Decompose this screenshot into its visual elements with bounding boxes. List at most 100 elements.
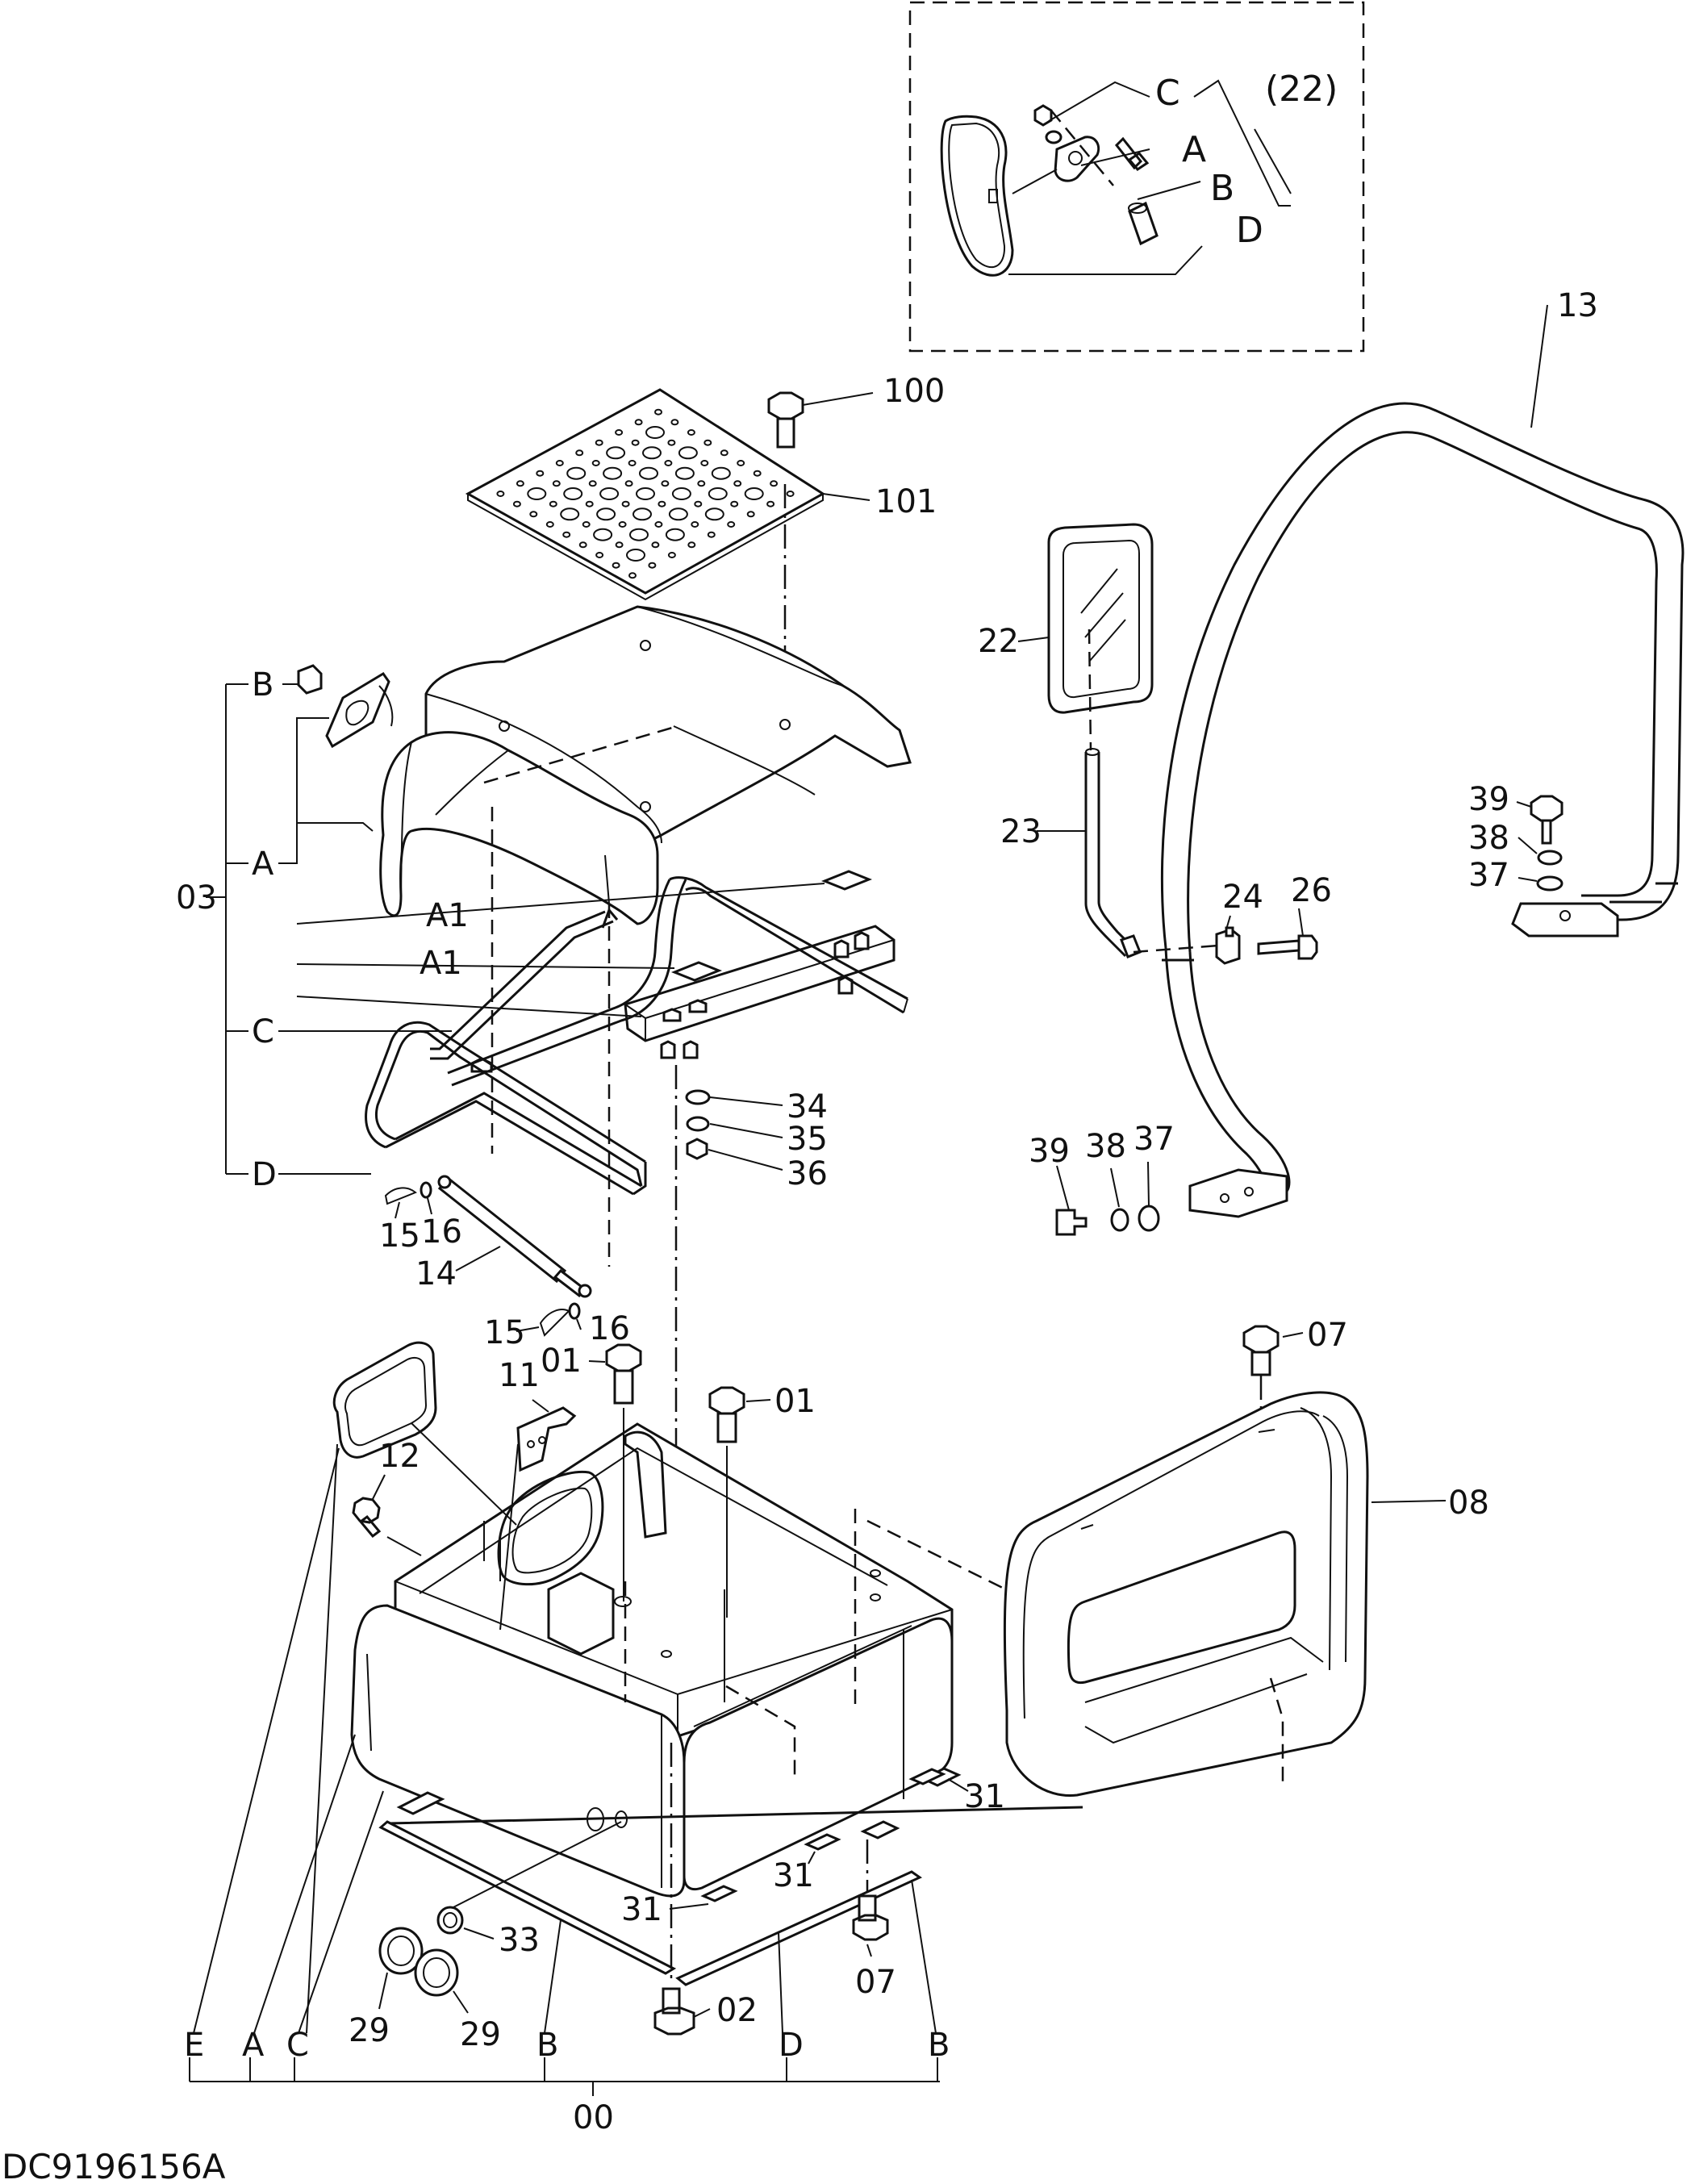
label-08: 08 xyxy=(1448,1485,1489,1522)
plate-small-hole xyxy=(631,439,640,446)
plate-raised-hole xyxy=(629,528,649,541)
label-100: 100 xyxy=(883,373,945,410)
strip-left xyxy=(388,1806,1083,1825)
plate-small-hole xyxy=(651,541,660,549)
plate-small-hole xyxy=(562,531,571,538)
plate-raised-hole xyxy=(563,487,583,500)
pad-31-right xyxy=(908,1768,946,1785)
label-03-a: A xyxy=(252,846,274,883)
hood-front xyxy=(379,731,659,925)
plate-small-hole xyxy=(582,521,591,528)
plate-raised-hole xyxy=(674,466,695,480)
plate-small-hole xyxy=(549,500,557,507)
label-31-mid: 31 xyxy=(773,1857,814,1894)
plate-raised-hole xyxy=(744,487,764,500)
bolt-07-upper xyxy=(1242,1325,1280,1376)
label-24: 24 xyxy=(1222,879,1263,916)
side-parts: 11 12 01 01 xyxy=(306,1341,816,2034)
plate-small-hole xyxy=(512,500,521,507)
plate-small-hole xyxy=(578,541,587,549)
box-inner-bracket xyxy=(547,1572,615,1656)
inset-mirror-frame xyxy=(940,115,1014,277)
label-39-lower: 39 xyxy=(1029,1133,1070,1170)
plate-small-hole xyxy=(727,521,736,528)
plate-small-hole xyxy=(496,491,505,497)
label-16-lower: 16 xyxy=(589,1310,630,1347)
plate-small-hole xyxy=(670,419,679,426)
label-00-d: D xyxy=(779,2027,804,2064)
plate-small-hole xyxy=(612,562,620,569)
plate-small-hole xyxy=(658,500,666,507)
label-03: 03 xyxy=(176,879,217,917)
washer-37-upper xyxy=(1536,875,1563,892)
hardware-upper-right: 39 38 37 xyxy=(1468,781,1563,894)
label-29-left: 29 xyxy=(349,2012,390,2049)
label-01-right: 01 xyxy=(774,1383,816,1420)
gas-spring-assembly: 15 16 14 15 16 xyxy=(379,1175,630,1351)
hood-lock-plate xyxy=(325,671,390,749)
plate-raised-hole xyxy=(671,487,691,500)
label-35: 35 xyxy=(787,1121,828,1158)
label-14: 14 xyxy=(415,1255,457,1292)
washer-16-lower xyxy=(568,1302,581,1320)
label-15-upper: 15 xyxy=(379,1217,420,1255)
inset-detail: C A B D (22) xyxy=(908,1,1365,353)
plate-small-hole xyxy=(746,511,755,518)
inset-bracket xyxy=(1054,136,1100,182)
split-pin-15-upper xyxy=(384,1187,417,1205)
label-38-lower: 38 xyxy=(1085,1128,1126,1165)
plate-small-hole xyxy=(664,460,673,466)
plate-raised-hole xyxy=(636,487,655,500)
label-38-upper: 38 xyxy=(1468,820,1509,857)
label-02: 02 xyxy=(716,1992,758,2029)
label-33: 33 xyxy=(499,1922,540,1959)
plate-small-hole xyxy=(661,480,670,487)
plate-small-hole xyxy=(618,521,627,528)
plate-small-hole xyxy=(516,480,524,487)
label-00: 00 xyxy=(573,2099,614,2136)
label-03-a1-lower: A1 xyxy=(420,945,462,982)
label-34: 34 xyxy=(787,1088,828,1125)
plate-small-hole xyxy=(691,521,699,528)
stay-23 xyxy=(1084,752,1127,958)
mirror-assembly: 22 23 24 26 xyxy=(978,523,1332,965)
box-right-face xyxy=(683,1617,954,1891)
plate-raised-hole xyxy=(560,507,580,521)
label-101: 101 xyxy=(875,483,937,520)
label-15-lower: 15 xyxy=(484,1314,525,1351)
washer-34 xyxy=(685,1089,711,1105)
label-07-lower: 07 xyxy=(855,1964,896,2001)
label-23: 23 xyxy=(1000,813,1042,850)
bolt-12 xyxy=(352,1497,382,1539)
plate-small-hole xyxy=(615,541,624,549)
label-00-e: E xyxy=(184,2027,204,2064)
spring-washer-38-lower xyxy=(1110,1208,1129,1232)
plate-small-hole xyxy=(555,460,564,466)
bolt-01-right xyxy=(708,1386,745,1443)
plate-raised-hole xyxy=(626,549,645,562)
drawing-code: DC9196156A xyxy=(2,2147,226,2184)
guard-bar: 13 xyxy=(1160,287,1685,1218)
plate-small-hole xyxy=(624,480,633,487)
washer-37-lower xyxy=(1138,1205,1160,1232)
main-cover-box xyxy=(350,1422,1267,1898)
plate-raised-hole xyxy=(711,466,731,480)
bolt-01-left xyxy=(605,1343,642,1405)
plug-29-left xyxy=(378,1927,424,1975)
label-11: 11 xyxy=(499,1357,540,1394)
label-31-left: 31 xyxy=(621,1891,662,1928)
plate-small-hole xyxy=(529,511,538,518)
plate-raised-hole xyxy=(599,487,620,500)
plate-small-hole xyxy=(700,460,709,466)
label-12: 12 xyxy=(379,1438,420,1475)
plate-small-hole xyxy=(591,460,600,466)
plate-small-hole xyxy=(536,470,545,477)
plate-small-hole xyxy=(588,480,597,487)
plate-small-hole xyxy=(667,552,676,558)
plate-small-hole xyxy=(654,408,662,416)
plate-raised-hole xyxy=(527,487,547,500)
label-36: 36 xyxy=(787,1155,828,1192)
label-22: 22 xyxy=(978,623,1019,660)
label-13: 13 xyxy=(1557,287,1598,324)
